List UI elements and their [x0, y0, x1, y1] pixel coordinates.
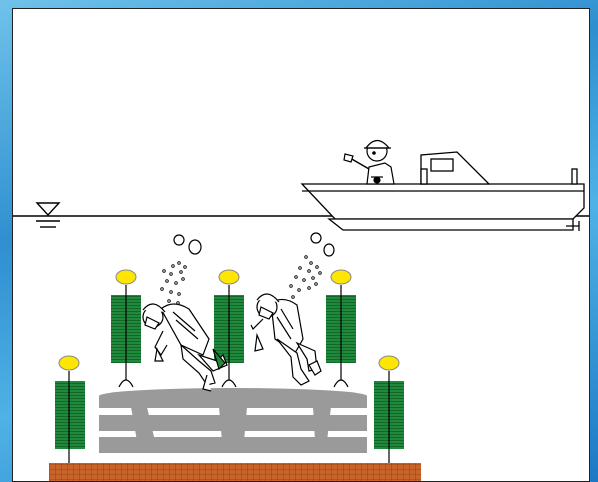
air-bubbles-large	[174, 233, 334, 256]
diver-right	[251, 294, 321, 385]
seaweed-rope-3	[214, 270, 244, 387]
seaweed-rope-5	[374, 356, 404, 464]
water-level-icon	[36, 203, 60, 227]
seaweed-rope-4	[326, 270, 356, 387]
boat	[302, 152, 584, 231]
seabed	[49, 463, 421, 482]
artificial-reef	[99, 388, 367, 453]
seaweed-rope-1	[55, 356, 85, 464]
seaweed-rope-2	[111, 270, 141, 387]
boat-operator	[344, 141, 394, 185]
diagram-frame	[12, 8, 590, 482]
underwater-work-illustration	[13, 9, 590, 482]
